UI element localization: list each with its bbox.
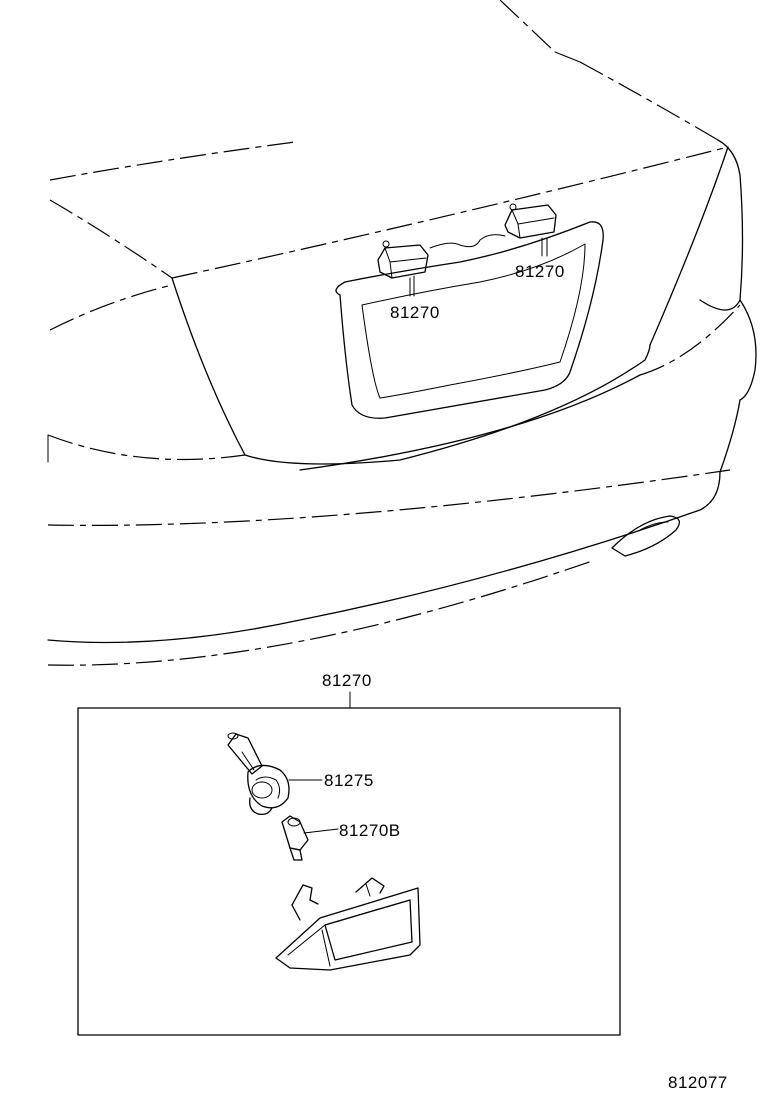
diagram-code: 812077 [668,1073,728,1092]
license-lamp-right [504,203,557,257]
wedge-bulb [281,815,339,861]
exploded-view-frame [77,707,621,1036]
bulb-socket [227,732,323,816]
callout-lamp-right: 81270 [515,262,565,281]
license-lamp-left [377,240,429,297]
license-plate-recess [335,221,604,419]
lamp-housing [275,877,421,971]
callout-assembly: 81270 [322,671,372,690]
callout-bulb: 81270B [339,821,401,840]
car-body-outline [47,0,757,666]
callout-lamp-left: 81270 [390,303,440,322]
callout-socket: 81275 [324,771,374,790]
